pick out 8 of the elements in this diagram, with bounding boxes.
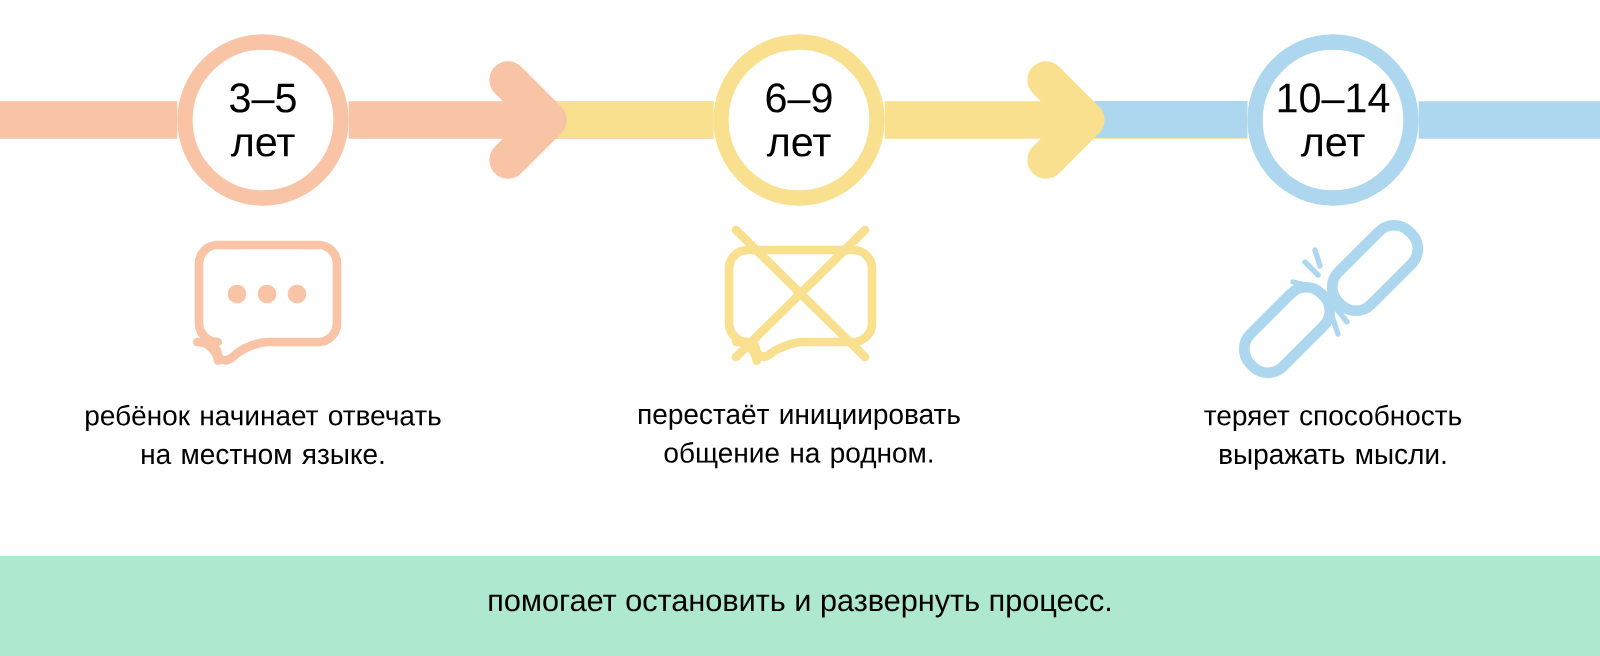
timeline-band (1418, 101, 1600, 139)
banner: помогает остановить и развернуть процесс. (0, 556, 1600, 656)
timeline-band (348, 61, 714, 179)
timeline-band (884, 61, 1248, 179)
caption: теряет способность выражать мысли. (1204, 404, 1462, 470)
caption: перестаёт инициировать общение на родном. (639, 404, 960, 469)
timeline-band (0, 101, 178, 139)
caption: ребёнок начинает отвечать на местном языке. (86, 404, 441, 465)
